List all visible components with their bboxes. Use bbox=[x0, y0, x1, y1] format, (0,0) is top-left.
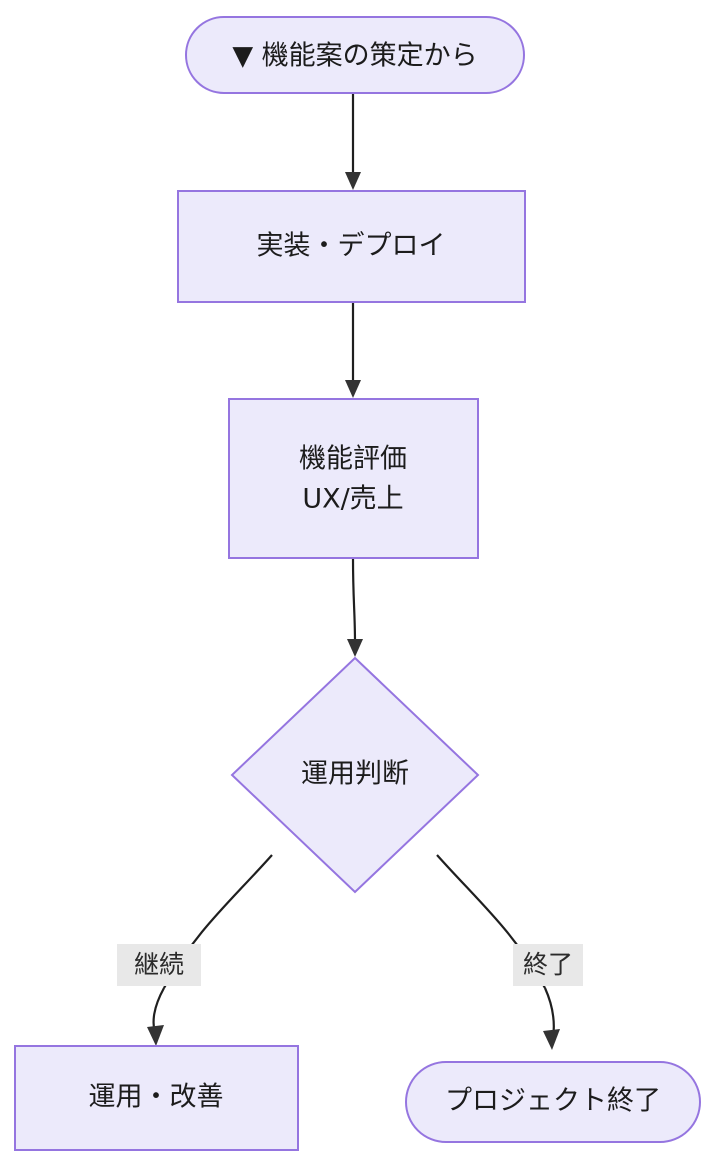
arrowhead-icon bbox=[345, 380, 361, 398]
node-start[interactable]: ▼ 機能案の策定から bbox=[185, 16, 525, 94]
edge-start-to-deploy bbox=[345, 93, 361, 190]
edge-deploy-to-evaluate bbox=[345, 302, 361, 398]
node-start-shape bbox=[185, 16, 525, 94]
arrowhead-icon bbox=[345, 172, 361, 190]
edge-label-continue: 継続 bbox=[117, 944, 201, 986]
node-decision-label: 運用判断 bbox=[301, 759, 409, 790]
edge-label-continue-text: 継続 bbox=[134, 950, 184, 979]
edge-label-end-bg bbox=[513, 944, 583, 986]
arrowhead-icon bbox=[543, 1029, 560, 1050]
node-finish-shape bbox=[405, 1061, 701, 1143]
node-deploy-shape bbox=[177, 190, 526, 303]
edge-evaluate-to-decision bbox=[347, 557, 363, 657]
arrowhead-icon bbox=[347, 639, 363, 657]
node-decision-shape bbox=[230, 656, 480, 894]
edge-label-end: 終了 bbox=[513, 944, 583, 986]
node-evaluate[interactable]: 機能評価 UX/売上 bbox=[228, 398, 479, 559]
node-deploy[interactable]: 実装・デプロイ bbox=[177, 190, 526, 303]
edge-label-continue-bg bbox=[117, 944, 201, 986]
node-evaluate-label-line2: UX/売上 bbox=[302, 484, 403, 515]
node-evaluate-label-line1: 機能評価 bbox=[299, 444, 407, 475]
node-improve[interactable]: 運用・改善 bbox=[14, 1045, 299, 1151]
node-finish[interactable]: プロジェクト終了 bbox=[405, 1061, 701, 1143]
node-decision[interactable]: 運用判断 bbox=[230, 656, 480, 894]
arrowhead-icon bbox=[147, 1025, 164, 1046]
node-deploy-label: 実装・デプロイ bbox=[257, 231, 446, 262]
node-finish-label: プロジェクト終了 bbox=[445, 1086, 661, 1117]
edge-label-end-text: 終了 bbox=[523, 950, 573, 979]
node-start-label: ▼ 機能案の策定から bbox=[232, 41, 477, 72]
node-improve-shape bbox=[14, 1045, 299, 1151]
edge-line bbox=[351, 557, 357, 644]
node-evaluate-shape bbox=[228, 398, 479, 559]
node-improve-label: 運用・改善 bbox=[89, 1082, 224, 1113]
